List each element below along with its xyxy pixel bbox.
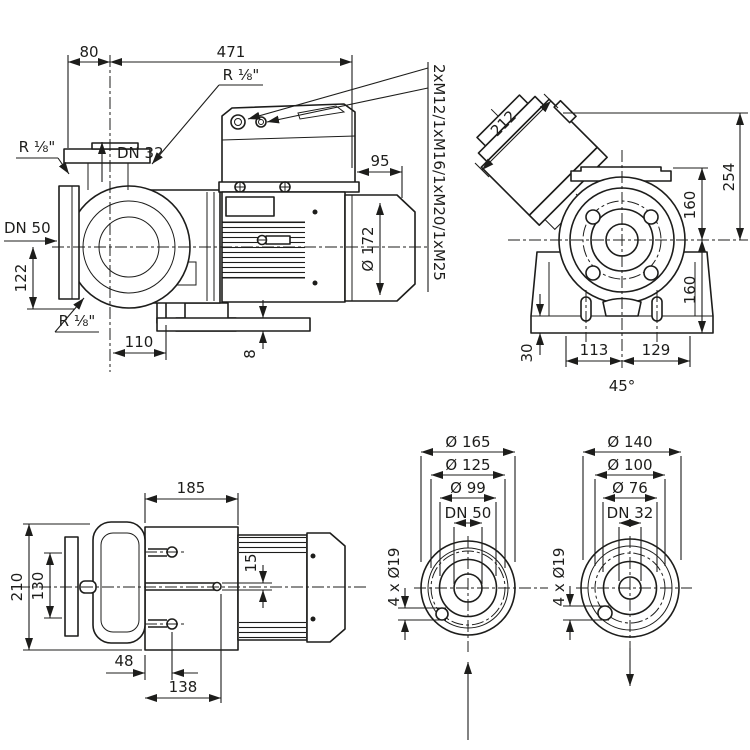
dim-471-label: 471 — [217, 43, 246, 61]
plan-view: 185 210 130 15 48 138 — [8, 479, 368, 703]
dim-80-label: 80 — [79, 43, 98, 61]
angle-45-label: 45° — [609, 377, 636, 395]
dn32-bolt-hole — [597, 605, 613, 621]
dim-dn32-bore-label: DN 32 — [607, 504, 654, 522]
dim-15-label: 15 — [242, 553, 260, 572]
dim-254-label: 254 — [720, 163, 738, 192]
dim-185-label: 185 — [177, 479, 206, 497]
flange-view-dn50: Ø 165 Ø 125 Ø 99 DN 50 4 x Ø19 — [385, 433, 548, 740]
volute — [67, 185, 191, 309]
dn50-port-label: DN 50 — [4, 219, 51, 237]
dim-122-label: 122 — [12, 264, 30, 293]
dim-110-label: 110 — [125, 333, 154, 351]
tie-bolts — [145, 546, 186, 630]
dim-129-label: 129 — [642, 341, 671, 359]
dim-95-label: 95 — [370, 152, 389, 170]
front-view: 212 30 — [474, 93, 748, 395]
dim-dn50-bore-label: DN 50 — [445, 504, 492, 522]
dn50-holes-label: 4 x Ø19 — [385, 548, 403, 607]
cable-gland-1 — [230, 114, 246, 130]
bracket-plan — [144, 526, 239, 651]
vent-wedge — [297, 105, 346, 120]
dn32-port-label: DN 32 — [117, 144, 164, 162]
discharge-flange-front — [570, 166, 672, 182]
side-view: 80 471 R ⅛" 2xM12/1xM16/1xM20/1xM25 R ⅛"… — [4, 43, 448, 372]
dim-160-upper-label: 160 — [681, 191, 699, 220]
cable-gland-sizes-label: 2xM12/1xM16/1xM20/1xM25 — [430, 64, 448, 281]
dim-8-label: 8 — [241, 349, 259, 359]
flange-view-dn32: Ø 140 Ø 100 Ø 76 DN 32 4 x Ø19 — [550, 433, 692, 686]
suction-flange — [58, 185, 80, 300]
dim-210-label: 210 — [8, 573, 26, 602]
drain-tube — [156, 317, 311, 332]
nameplate — [225, 196, 275, 217]
dim-dn32-od-label: Ø 140 — [607, 433, 652, 451]
shaft-detail — [265, 235, 291, 245]
dim-113-label: 113 — [580, 341, 609, 359]
flange-bolt-holes — [585, 209, 659, 281]
dn50-bolt-hole — [435, 607, 449, 621]
dim-dn32-bc-label: Ø 100 — [607, 456, 652, 474]
callout-r18-top: R ⅛" — [223, 66, 260, 84]
dim-dn50-od-label: Ø 165 — [445, 433, 490, 451]
dim-138-label: 138 — [169, 678, 198, 696]
fan-cover-plan — [306, 532, 346, 643]
dim-48-label: 48 — [114, 652, 133, 670]
dim-172-label: Ø 172 — [359, 226, 377, 271]
dim-dn32-face-label: Ø 76 — [612, 479, 648, 497]
dn32-holes-label: 4 x Ø19 — [550, 548, 568, 607]
dim-dn50-bc-label: Ø 125 — [445, 456, 490, 474]
callout-r18-left: R ⅛" — [19, 138, 56, 156]
dim-130-label: 130 — [29, 572, 47, 601]
motor-fins — [222, 222, 305, 278]
cable-gland-2 — [255, 116, 267, 128]
dim-160-lower-label: 160 — [681, 276, 699, 305]
dim-30-label: 30 — [518, 343, 536, 362]
dim-dn50-face-label: Ø 99 — [450, 479, 486, 497]
